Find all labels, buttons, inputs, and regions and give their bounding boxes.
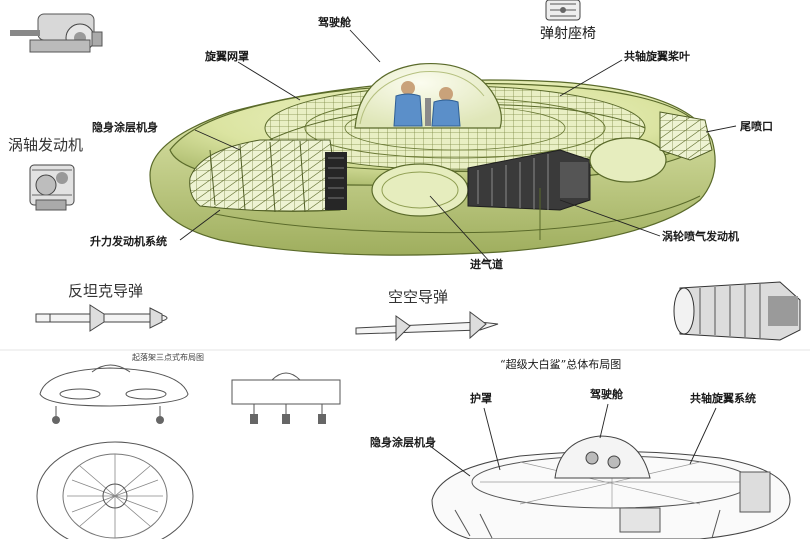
ejection-seat-sketch <box>545 0 581 21</box>
label-turbojet-engine: 涡轮喷气发动机 <box>662 229 739 243</box>
pilot-figures <box>393 81 461 127</box>
label-lift-engine-system: 升力发动机系统 <box>90 234 167 248</box>
label-rotor-cover: 旋翼网罩 <box>204 49 249 63</box>
turbojet-engine <box>467 149 591 211</box>
turboshaft-engine-sketch-top <box>10 13 103 53</box>
label-ejection-seat: 弹射座椅 <box>540 26 596 42</box>
air-to-air-missile-drawing <box>355 311 499 342</box>
landing-gear-front-view <box>231 372 341 424</box>
layout-aircraft-sketch <box>431 435 791 539</box>
label-shield: 护罩 <box>470 391 492 405</box>
main-aircraft-cutaway <box>149 62 716 256</box>
label-coaxial-rotor-blade: 共轴旋翼桨叶 <box>624 49 690 63</box>
label-landing-gear-caption: 起落架三点式布局图 <box>132 352 204 362</box>
engine-cutaway-sketch <box>673 281 801 341</box>
label-layout-title: “超级大白鲨”总体布局图 <box>500 357 621 371</box>
label-air-to-air-missile: 空空导弹 <box>388 288 448 306</box>
leader-lines <box>179 29 737 263</box>
layout-leader-lines <box>429 403 717 477</box>
turboshaft-engine-sketch <box>29 164 75 211</box>
label-cockpit: 驾驶舱 <box>317 15 352 29</box>
landing-gear-side-view <box>39 364 189 424</box>
landing-gear-top-view <box>36 441 194 539</box>
label-stealth-coating-body: 隐身涂层机身 <box>92 120 158 134</box>
label-anti-tank-missile: 反坦克导弹 <box>68 282 143 300</box>
label-air-inlet: 进气道 <box>470 257 503 271</box>
anti-tank-missile-drawing <box>35 304 168 332</box>
label-cockpit-2: 驾驶舱 <box>589 387 624 401</box>
label-coaxial-rotor-system: 共轴旋翼系统 <box>690 391 756 405</box>
label-stealth-coating-body-2: 隐身涂层机身 <box>370 435 436 449</box>
label-tail-nozzle: 尾喷口 <box>739 119 773 133</box>
label-turboshaft-engine: 涡轴发动机 <box>8 136 83 154</box>
